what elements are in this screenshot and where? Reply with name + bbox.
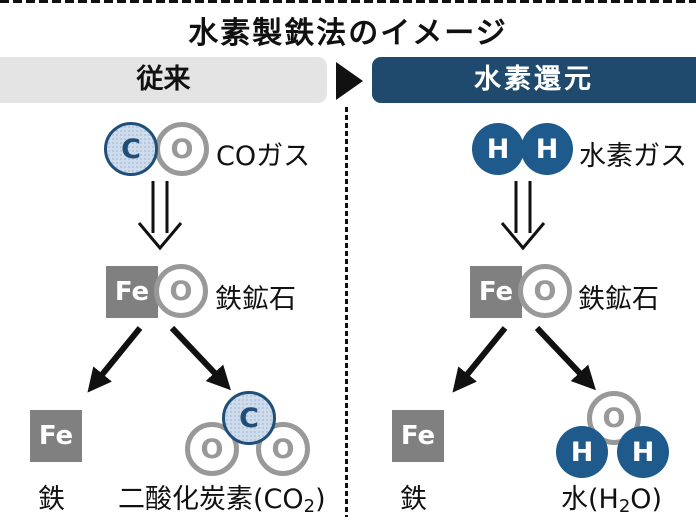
- water-label-end: O): [630, 484, 663, 515]
- split-arrows-icon: [87, 325, 231, 393]
- co2-label-subscript: 2: [303, 496, 316, 517]
- water-label: 水(H2O): [561, 477, 663, 517]
- h2-gas-hydrogen-atom-1: H: [472, 123, 524, 175]
- iron-product-atom: Fe: [30, 410, 82, 462]
- ore-iron-atom: Fe: [470, 266, 522, 318]
- split-arrows-icon: [452, 325, 596, 393]
- co2-label-main: 二酸化炭素(CO: [118, 484, 304, 515]
- diagram-title: 水素製鉄法のイメージ: [188, 16, 508, 51]
- co-gas-label: COガス: [216, 141, 311, 172]
- ore-oxygen-atom: O: [518, 264, 572, 318]
- iron-product-label: 鉄: [38, 484, 65, 515]
- down-arrow-icon: [137, 181, 183, 251]
- iron-product-label: 鉄: [400, 484, 427, 515]
- down-arrow-icon: [500, 181, 546, 251]
- iron-product-atom: Fe: [392, 410, 444, 462]
- water-label-main: 水(H: [561, 484, 619, 515]
- transition-arrow-icon: [336, 62, 363, 100]
- top-dashed-border: [0, 0, 696, 3]
- water-label-subscript: 2: [618, 496, 631, 517]
- ore-label: 鉄鉱石: [578, 284, 659, 315]
- co2-label-end: ): [315, 484, 326, 515]
- ore-oxygen-atom: O: [154, 264, 208, 318]
- co-gas-carbon-atom: C: [104, 122, 158, 176]
- water-hydrogen-atom-1: H: [556, 426, 608, 478]
- co2-label: 二酸化炭素(CO2): [118, 477, 326, 517]
- water-hydrogen-atom-2: H: [617, 426, 669, 478]
- ore-iron-atom: Fe: [106, 266, 158, 318]
- hydrogen-reduction-header: 水素還元: [372, 57, 696, 103]
- co-gas-oxygen-atom: O: [155, 122, 209, 176]
- h2-gas-label: 水素ガス: [579, 141, 687, 172]
- h2-gas-hydrogen-atom-2: H: [521, 123, 573, 175]
- co2-oxygen-atom-2: O: [256, 422, 310, 476]
- dotted-divider: [345, 107, 348, 517]
- conventional-header: 従来: [0, 57, 327, 103]
- co2-carbon-atom: C: [222, 391, 276, 445]
- ore-label: 鉄鉱石: [215, 284, 296, 315]
